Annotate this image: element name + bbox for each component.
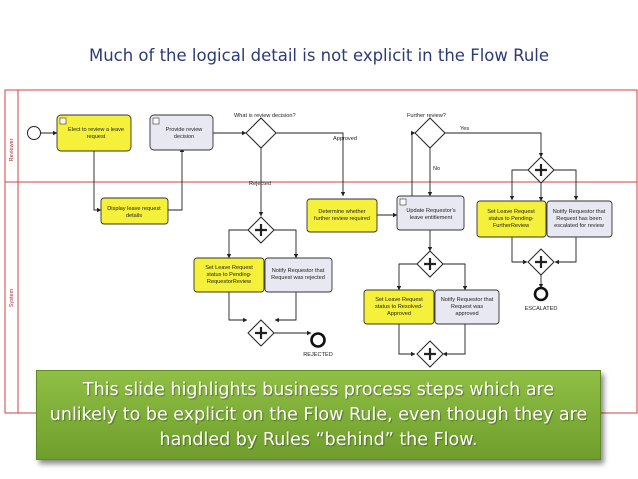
svg-text:Notify Requestor that: Notify Requestor that <box>272 268 325 274</box>
svg-text:RequestorReview: RequestorReview <box>207 279 252 285</box>
svg-text:Set Leave Request: Set Leave Request <box>205 265 253 271</box>
flow-label-yes: Yes <box>460 126 469 132</box>
svg-text:Request was: Request was <box>451 304 484 310</box>
gateway-further-review <box>414 117 446 149</box>
svg-text:escalated for review: escalated for review <box>554 223 605 229</box>
parallel-gateway-approved-join <box>416 340 444 368</box>
gateway-label-further-review: Further review? <box>407 113 446 119</box>
slide-title: Much of the logical detail is not explic… <box>88 46 550 65</box>
swimlanes: Reviewer System <box>4 89 638 414</box>
svg-text:Request has been: Request has been <box>556 216 601 222</box>
task-set-further-review-status: Set Leave Request status to Pending- Fur… <box>476 200 547 238</box>
svg-text:Update Requestor's: Update Requestor's <box>406 208 455 214</box>
svg-text:FurtherReview: FurtherReview <box>493 223 530 229</box>
svg-text:status to Pending-: status to Pending- <box>488 216 533 222</box>
end-event-label-escalated: ESCALATED <box>525 306 558 312</box>
svg-text:Provide review: Provide review <box>166 127 204 133</box>
parallel-gateway-rejected-split <box>247 216 275 244</box>
lane-label-reviewer: Reviewer <box>9 138 15 161</box>
sequence-flows <box>40 130 579 357</box>
end-event-label-rejected: REJECTED <box>303 352 333 358</box>
task-determine-further-review: Determine whether further review require… <box>306 198 378 233</box>
svg-text:Notify Requestor that: Notify Requestor that <box>553 209 606 215</box>
svg-text:details: details <box>126 213 142 219</box>
svg-text:Set Leave Request: Set Leave Request <box>487 209 535 215</box>
svg-text:leave entitlement: leave entitlement <box>410 215 453 221</box>
user-task-icon <box>152 117 160 125</box>
start-event <box>27 126 41 140</box>
user-task-icon <box>59 117 67 125</box>
svg-text:Determine whether: Determine whether <box>318 209 365 215</box>
task-display-leave-request: Display leave request details <box>100 197 169 225</box>
svg-text:status to Resolved-: status to Resolved- <box>375 304 423 310</box>
gateway-review-decision <box>245 117 277 149</box>
parallel-gateway-escalate-join <box>527 248 555 276</box>
svg-text:request: request <box>87 134 106 140</box>
gateway-label-review-decision: What is review decision? <box>234 113 296 119</box>
service-task-icon <box>399 198 407 206</box>
svg-text:approved: approved <box>455 311 478 317</box>
svg-text:Elect to review a leave: Elect to review a leave <box>68 127 124 133</box>
svg-text:Display leave request: Display leave request <box>107 206 161 212</box>
flow-label-approved: Approved <box>333 136 357 142</box>
flow-label-no: No <box>433 166 440 172</box>
svg-text:Request was rejected: Request was rejected <box>271 275 325 281</box>
parallel-gateway-escalate-split <box>527 156 555 184</box>
svg-text:Notify Requestor that: Notify Requestor that <box>441 297 494 303</box>
svg-text:Approved: Approved <box>387 311 411 317</box>
svg-text:further review required: further review required <box>314 216 370 222</box>
parallel-gateway-rejected-join <box>247 319 275 347</box>
task-notify-rejected: Notify Requestor that Request was reject… <box>264 257 333 293</box>
end-event-escalated: ESCALATED <box>525 286 558 312</box>
task-set-approved-status: Set Leave Request status to Resolved- Ap… <box>363 289 435 325</box>
callout-text: This slide highlights business process s… <box>49 379 588 450</box>
lane-label-system: System <box>9 288 15 307</box>
svg-text:status to Pending-: status to Pending- <box>206 272 251 278</box>
svg-text:decision: decision <box>174 134 195 140</box>
task-set-rejected-status: Set Leave Request status to Pending- Req… <box>193 257 265 293</box>
end-event-rejected: REJECTED <box>303 332 333 358</box>
callout-box: This slide highlights business process s… <box>36 370 601 460</box>
parallel-gateway-approved-split <box>416 250 444 278</box>
task-review-leave-request: Elect to review a leave request <box>56 114 132 152</box>
task-notify-approved: Notify Requestor that Request was approv… <box>434 289 500 325</box>
flow-label-rejected: Rejected <box>249 181 271 187</box>
task-notify-escalated: Notify Requestor that Request has been e… <box>546 200 613 238</box>
svg-text:Set Leave Request: Set Leave Request <box>375 297 423 303</box>
task-provide-review-decision: Provide review decision <box>149 114 214 151</box>
task-update-entitlement: Update Requestor's leave entitlement <box>396 195 465 231</box>
